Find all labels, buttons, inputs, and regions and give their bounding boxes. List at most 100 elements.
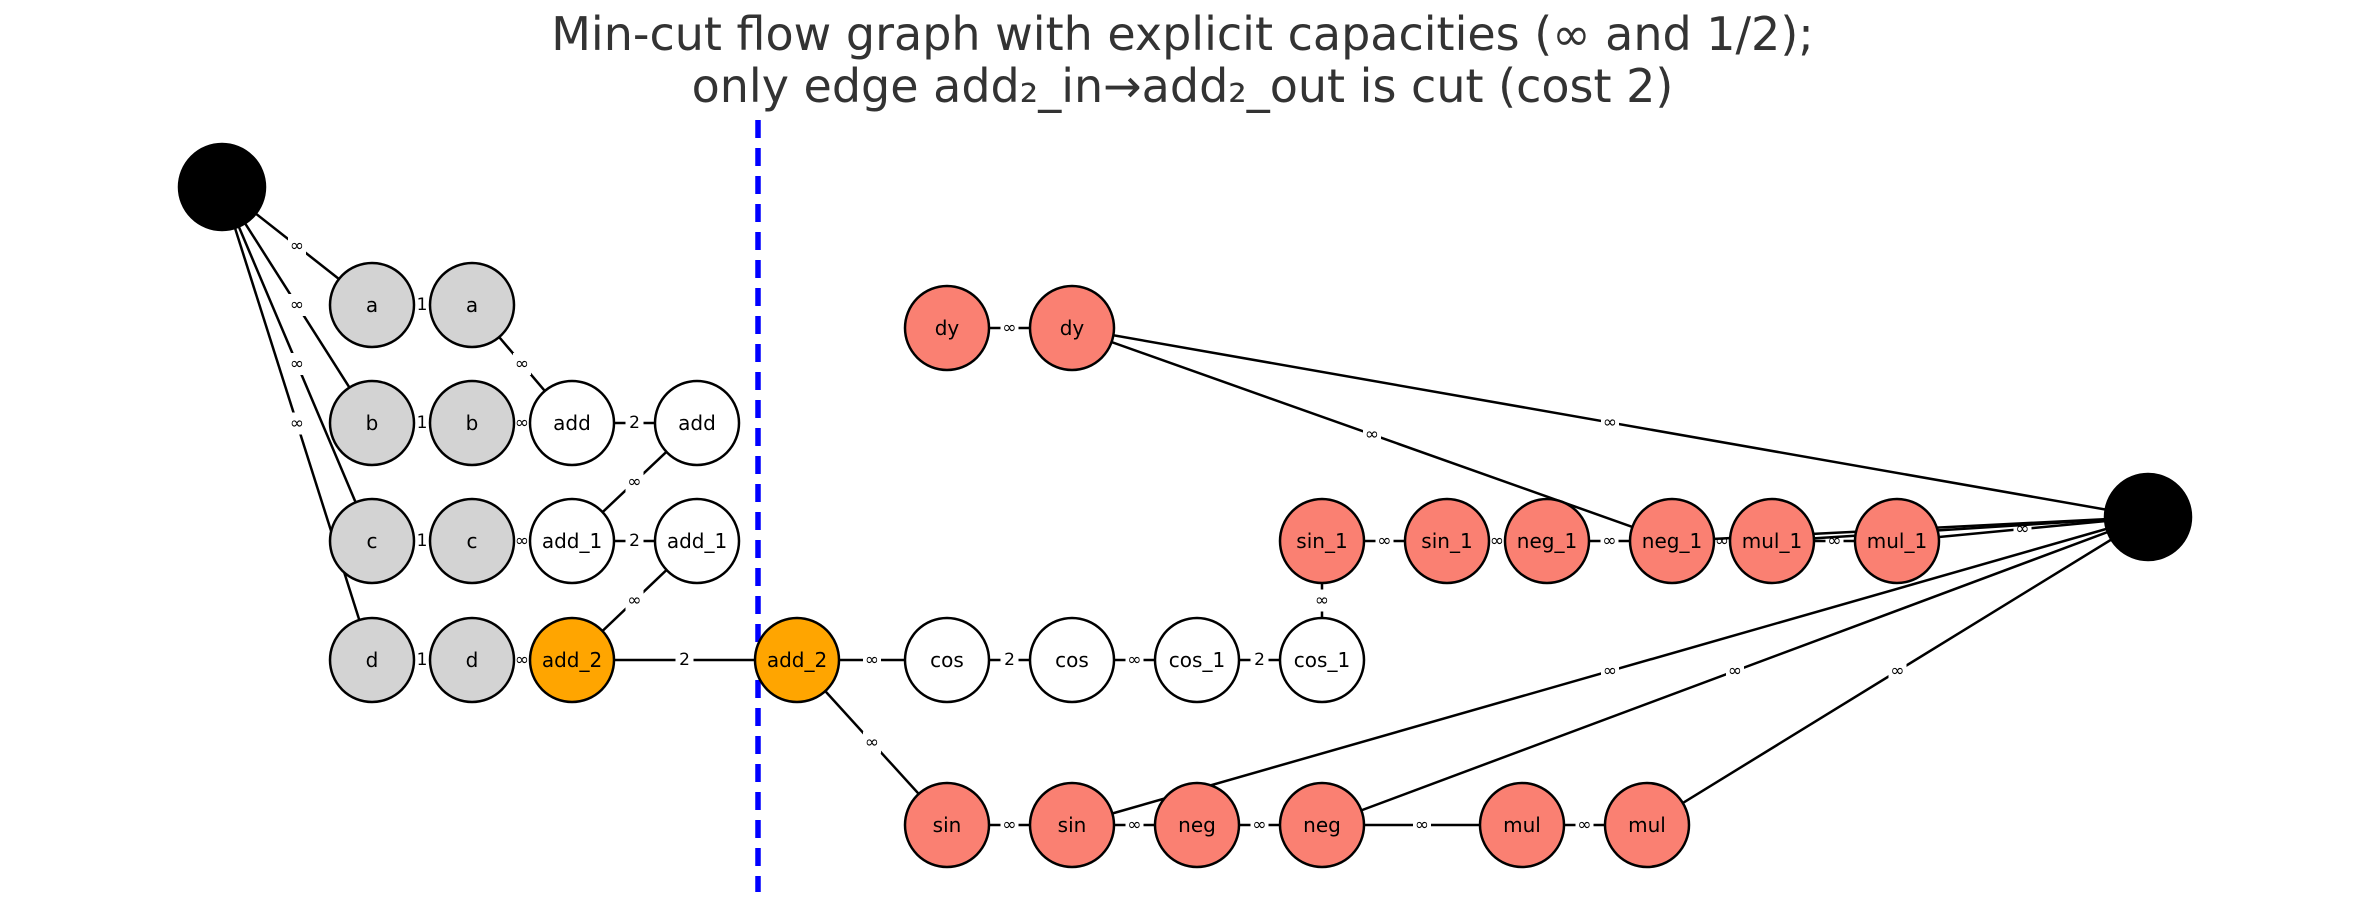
edge-label-background — [513, 353, 531, 375]
edge-label-background — [513, 412, 531, 434]
node-label-neg_1_in: neg_1 — [1517, 529, 1577, 553]
edge-capacity-label: ∞ — [1002, 318, 1016, 338]
node-mul_in — [1478, 781, 1566, 869]
edge-capacity-label: ∞ — [1415, 815, 1429, 835]
node-label-b_in: b — [366, 411, 379, 435]
node-neg_in — [1153, 781, 1241, 869]
edge-capacity-label: ∞ — [515, 354, 529, 374]
edge-capacity-label: 2 — [629, 531, 640, 551]
node-c_out — [428, 497, 516, 585]
node-label-d_out: d — [466, 648, 479, 672]
edge-label-background — [1601, 411, 1619, 434]
node-label-sin_1_in: sin_1 — [1296, 529, 1347, 553]
edge-capacity-label: ∞ — [1365, 425, 1379, 445]
edge-capacity-label: ∞ — [290, 295, 304, 315]
node-add_out — [653, 379, 741, 467]
edge-label-background — [1375, 530, 1394, 552]
node-dy_in — [903, 284, 991, 372]
edge-capacity-label: ∞ — [1715, 531, 1729, 551]
edge-capacity-label: ∞ — [1603, 413, 1617, 433]
edge-label-background — [625, 412, 644, 434]
node-add_2_in — [528, 616, 616, 704]
node-neg_out — [1278, 781, 1366, 869]
edge-label-background — [1313, 589, 1331, 612]
node-label-add_1_in: add_1 — [542, 529, 602, 553]
edge-capacity-label: ∞ — [1728, 661, 1742, 681]
source-terminal-node — [177, 142, 267, 232]
edge-capacity-label: ∞ — [515, 650, 529, 670]
edge-label-background — [1488, 530, 1506, 552]
edge-capacity-label: ∞ — [1603, 661, 1617, 681]
edge-capacity-label: ∞ — [1490, 531, 1504, 551]
edge-label-background — [625, 589, 644, 612]
sink-terminal-node — [2103, 472, 2193, 562]
edge-capacity-label: 1 — [417, 531, 428, 551]
edge-label-background — [625, 471, 644, 493]
node-neg_1_in — [1503, 497, 1591, 585]
edge-label-background — [1726, 660, 1744, 682]
edge-label-background — [1888, 660, 1907, 682]
edge-capacity-label: ∞ — [1377, 531, 1391, 551]
node-label-a_out: a — [466, 293, 478, 317]
edge-capacity-label: ∞ — [627, 591, 641, 611]
edge-label-background — [1600, 530, 1619, 552]
edge-capacity-label: ∞ — [1127, 650, 1141, 670]
edge-label-background — [1250, 814, 1269, 836]
edge-label-background — [513, 649, 531, 671]
edge-label-background — [1250, 649, 1269, 671]
node-label-cos_in: cos — [930, 648, 964, 672]
node-cos_1_out — [1278, 616, 1366, 704]
edge-label-background — [288, 412, 306, 435]
edge-label-background — [413, 649, 431, 671]
edge-capacity-label: ∞ — [1890, 661, 1904, 681]
node-mul_1_out — [1853, 497, 1941, 585]
edge-label-background — [1000, 814, 1019, 836]
node-label-add_1_out: add_1 — [667, 529, 727, 553]
node-label-c_in: c — [367, 529, 378, 553]
node-label-d_in: d — [366, 648, 379, 672]
node-label-mul_1_out: mul_1 — [1867, 529, 1927, 553]
node-add_2_out — [753, 616, 841, 704]
node-b_out — [428, 379, 516, 467]
node-label-sin_out: sin — [1058, 813, 1087, 837]
node-d_out — [428, 616, 516, 704]
edge-capacity-label: ∞ — [290, 414, 304, 434]
edge-label-background — [413, 530, 431, 552]
edge-capacity-label: 1 — [417, 295, 428, 315]
node-sin_1_in — [1278, 497, 1366, 585]
edge-capacity-label: 2 — [679, 650, 690, 670]
node-cos_out — [1028, 616, 1116, 704]
node-d_in — [328, 616, 416, 704]
edge-capacity-label: ∞ — [1127, 815, 1141, 835]
node-label-a_in: a — [366, 293, 378, 317]
node-label-mul_1_in: mul_1 — [1742, 529, 1802, 553]
edge-label-background — [863, 649, 881, 671]
node-label-sin_1_out: sin_1 — [1421, 529, 1472, 553]
node-neg_1_out — [1628, 497, 1716, 585]
diagram-title: Min-cut flow graph with explicit capacit… — [0, 8, 2365, 112]
node-sin_1_out — [1403, 497, 1491, 585]
node-label-dy_out: dy — [1060, 316, 1085, 340]
edge-label-background — [288, 353, 306, 375]
node-label-cos_1_in: cos_1 — [1169, 648, 1225, 672]
edge-label-background — [413, 294, 431, 316]
edge-label-background — [1000, 317, 1019, 339]
edge-capacity-label: 1 — [417, 650, 428, 670]
node-label-add_2_in: add_2 — [542, 648, 602, 672]
edge-label-background — [288, 294, 306, 316]
node-label-neg_out: neg — [1303, 813, 1341, 837]
node-sin_out — [1028, 781, 1116, 869]
edge-label-background — [1713, 530, 1731, 552]
node-c_in — [328, 497, 416, 585]
edge-capacity-label: 2 — [629, 413, 640, 433]
edge-label-background — [625, 530, 644, 552]
edge-label-background — [1363, 423, 1381, 446]
edge-capacity-label: ∞ — [515, 413, 529, 433]
node-label-neg_in: neg — [1178, 813, 1216, 837]
node-add_1_in — [528, 497, 616, 585]
title-line-1: Min-cut flow graph with explicit capacit… — [551, 7, 1814, 61]
node-a_in — [328, 261, 416, 349]
